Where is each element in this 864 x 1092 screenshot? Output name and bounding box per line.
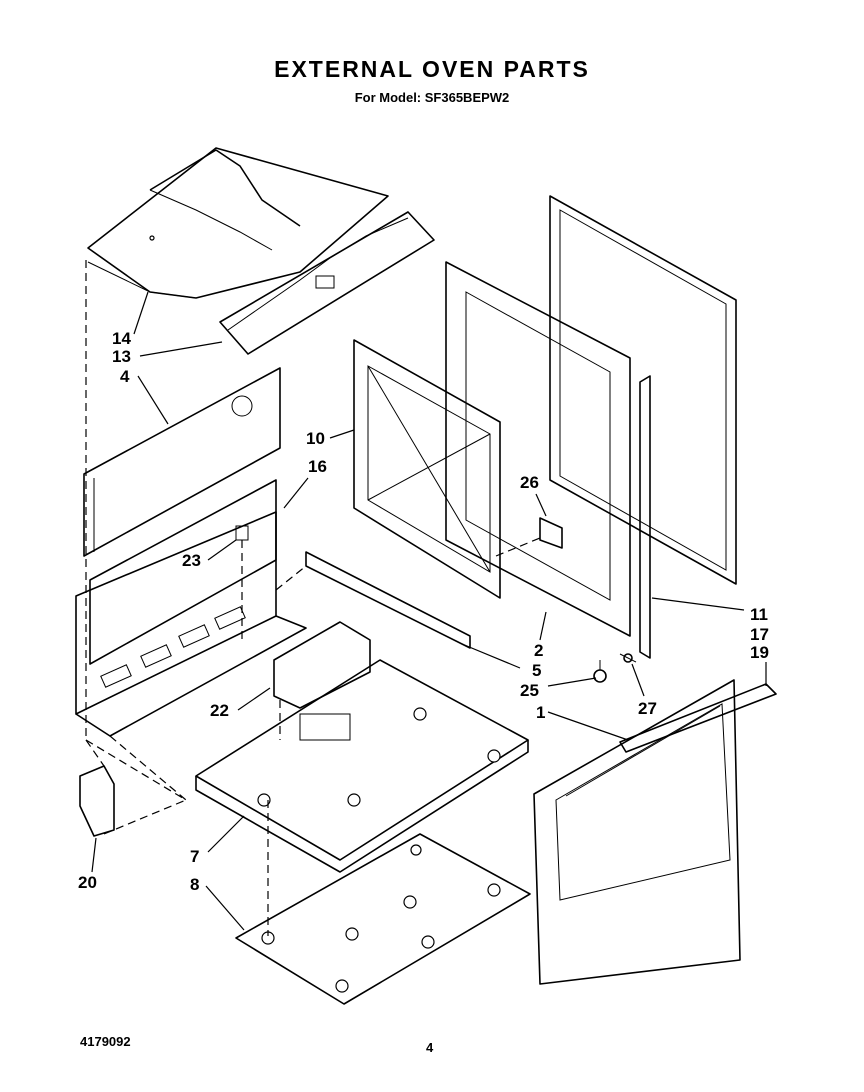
callout-2: 2: [534, 641, 543, 660]
part-8-bottom-plate: [235, 833, 531, 1005]
callout-19: 19: [750, 643, 769, 662]
rear-frame: [75, 511, 307, 737]
part-20-small-bracket: [79, 765, 115, 837]
part-1-front-frame: [533, 679, 741, 985]
part-25-hardware: [593, 660, 607, 683]
page-number: 4: [426, 1040, 434, 1055]
leader-lines: [91, 291, 767, 931]
callout-10: 10: [306, 429, 325, 448]
part-17-gasket-strip: [639, 375, 651, 659]
callout-22: 22: [210, 701, 229, 720]
alignment-lines: [85, 260, 541, 936]
callout-13: 13: [112, 347, 131, 366]
page-title: EXTERNAL OVEN PARTS: [274, 56, 590, 82]
callout-8: 8: [190, 875, 199, 894]
callout-20: 20: [78, 873, 97, 892]
callout-27: 27: [638, 699, 657, 718]
callout-25: 25: [520, 681, 539, 700]
callout-26: 26: [520, 473, 539, 492]
callout-7: 7: [190, 847, 199, 866]
callout-16: 16: [308, 457, 327, 476]
callout-1: 1: [536, 703, 545, 722]
part-26-hinge-bracket: [539, 517, 563, 549]
callout-4: 4: [120, 367, 130, 386]
part-16-lower-panel: [89, 479, 277, 665]
part-2-door-frame: [445, 261, 631, 637]
part-4-back-panel: [83, 367, 281, 557]
part-10-liner-frame: [353, 339, 501, 599]
callout-17: 17: [750, 625, 769, 644]
model-subtitle: For Model: SF365BEPW2: [354, 90, 510, 105]
part-14-top-cover: [87, 147, 389, 299]
part-13-rear-strip: [219, 211, 435, 355]
document-number: 4179092: [80, 1034, 131, 1049]
callout-14: 14: [112, 329, 131, 348]
part-27-hardware: [619, 653, 637, 663]
callout-23: 23: [182, 551, 201, 570]
part-22-bracket: [273, 621, 371, 709]
part-7-oven-bottom: [195, 659, 529, 873]
part-5-side-rail: [305, 551, 471, 649]
part-19-top-trim: [619, 683, 777, 753]
callout-11: 11: [750, 605, 768, 624]
callout-5: 5: [532, 661, 541, 680]
callout-labels: 14 13 4 10 16 23 26 11 17 19 2 5 25 27 1…: [78, 329, 769, 894]
part-11-door-glass: [549, 195, 737, 585]
